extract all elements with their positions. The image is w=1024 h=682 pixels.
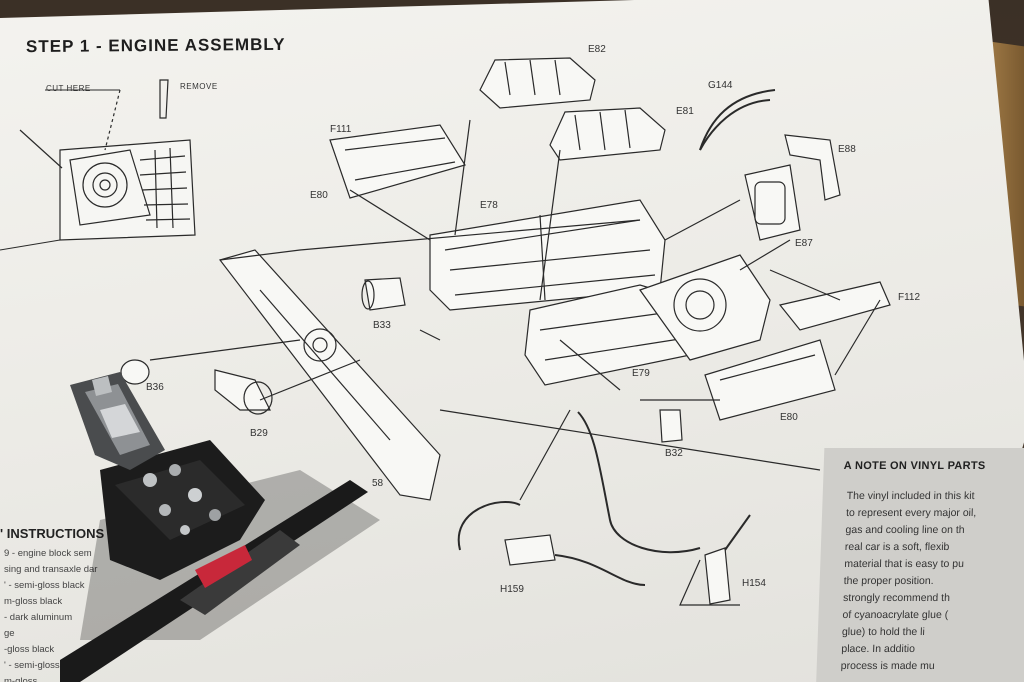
instruction-line: m-gloss [4,676,38,682]
part-label-h154: H154 [742,578,766,589]
remove-label: REMOVE [180,82,218,91]
instruction-line: ge [4,628,15,639]
part-label-f112: F112 [898,292,921,303]
part-label-h159: H159 [500,584,524,595]
part-label-e80-top: E80 [310,190,328,201]
cut-here-label: CUT HERE [46,84,91,93]
instruction-line: 9 - engine block sem [4,548,92,559]
part-label-e82: E82 [588,44,606,55]
instruction-line: -gloss black [4,644,55,655]
part-label-b29: B29 [250,428,268,439]
part-label-f111: F111 [330,124,352,135]
part-label-b32: B32 [665,448,683,459]
instruction-line: m-gloss black [4,596,63,607]
part-label-e88: E88 [838,144,856,155]
instruction-line: ' - semi-gloss black [4,580,85,591]
instructions-title: ' INSTRUCTIONS [0,526,105,541]
part-label-e79: E79 [632,368,650,379]
part-label-58: 58 [372,478,384,489]
instruction-line: ' - semi-gloss [4,660,60,671]
instruction-line: sing and transaxle dar [4,564,98,575]
part-label-b36: B36 [146,382,164,393]
part-label-e81: E81 [676,106,694,117]
part-label-e78: E78 [480,200,498,211]
engine-model-body [60,372,380,682]
part-label-g144: G144 [708,80,733,91]
instruction-line: - dark aluminum [4,612,73,623]
part-label-e80-bottom: E80 [780,412,798,423]
part-label-b33: B33 [373,320,391,331]
part-label-e87: E87 [795,238,813,249]
inset-drawing [0,79,196,251]
